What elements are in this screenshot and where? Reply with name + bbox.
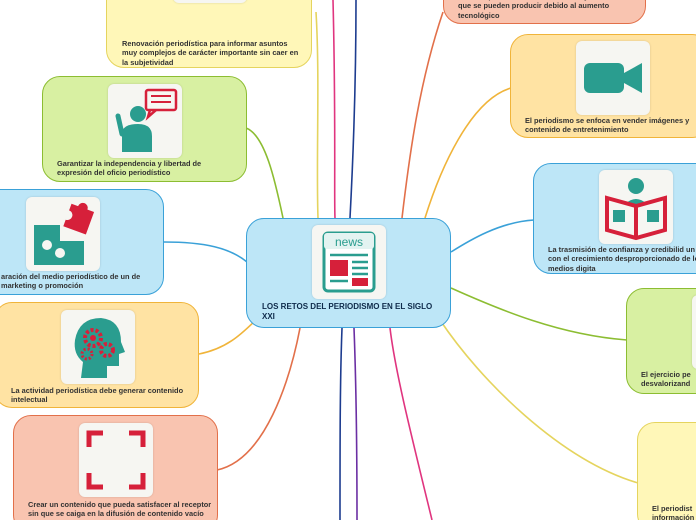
topic-entretenimiento-text: El periodismo se enfoca en vender imágen… (525, 116, 690, 135)
branch-line-confianza (450, 219, 535, 253)
news-icon: news (312, 225, 386, 299)
branch-line-entretenimiento (424, 87, 512, 219)
speaker-chat-icon (108, 84, 182, 158)
topic-informacion[interactable]: El periodist información (637, 422, 696, 520)
branch-line-magenta (332, 0, 336, 219)
central-topic-title: LOS RETOS DEL PERIODISMO EN EL SIGLO XXI (262, 302, 433, 321)
partial-icon (692, 295, 696, 369)
topic-valores-text: Se teme por los cambios culturales y de … (458, 0, 627, 20)
topic-informacion-text: El periodist información (652, 504, 695, 520)
branch-line-valores (401, 11, 444, 219)
topic-independencia-text: Garantizar la independencia y libertad d… (57, 159, 202, 178)
topic-confianza[interactable]: La trasmisión de confianza y credibilid … (533, 163, 696, 274)
topic-ejercicio-text: El ejercicio pe desvalorizand (641, 370, 691, 389)
topic-independencia[interactable]: Garantizar la independencia y libertad d… (42, 76, 247, 182)
central-topic[interactable]: news LOS RETOS DEL PERIODISMO EN EL SIGL… (246, 218, 451, 328)
branch-line-magenta-bottom (389, 327, 433, 520)
video-camera-icon (576, 41, 650, 115)
branch-line-navy-top (349, 0, 357, 219)
branch-line-renovacion (315, 11, 319, 219)
head-gears-icon (61, 310, 135, 384)
branch-line-satisfacer (216, 327, 301, 471)
branch-line-purple (353, 327, 358, 520)
topic-entretenimiento[interactable]: El periodismo se enfoca en vender imágen… (510, 34, 696, 138)
branch-line-separacion (163, 241, 248, 263)
puzzle-icon (26, 197, 100, 271)
topic-intelectual-text: La actividad periodística debe generar c… (11, 386, 184, 405)
branch-line-ejercicio (450, 287, 628, 341)
branch-line-informacion (439, 319, 639, 484)
notepad-pen-icon (173, 0, 247, 3)
topic-satisfacer-text: Crear un contenido que pueda satisfacer … (28, 500, 212, 519)
topic-renovacion-text: Renovación periodística para informar as… (122, 39, 299, 67)
topic-separacion-text: aración del medio periodístico de un de … (1, 272, 141, 291)
topic-ejercicio[interactable]: El ejercicio pe desvalorizand (626, 288, 696, 394)
topic-separacion[interactable]: aración del medio periodístico de un de … (0, 189, 164, 295)
topic-confianza-text: La trasmisión de confianza y credibilid … (548, 245, 696, 273)
branch-line-navy-bottom (339, 327, 343, 520)
topic-valores[interactable]: Se teme por los cambios culturales y de … (443, 0, 646, 24)
topic-satisfacer[interactable]: Crear un contenido que pueda satisfacer … (13, 415, 218, 520)
frame-corners-icon (79, 423, 153, 497)
branch-line-intelectual (198, 317, 259, 355)
topic-intelectual[interactable]: La actividad periodística debe generar c… (0, 302, 199, 408)
reader-book-icon (599, 170, 673, 244)
branch-line-independencia (245, 127, 284, 219)
news-icon-label: news (335, 235, 363, 249)
topic-renovacion[interactable]: Renovación periodística para informar as… (106, 0, 312, 68)
